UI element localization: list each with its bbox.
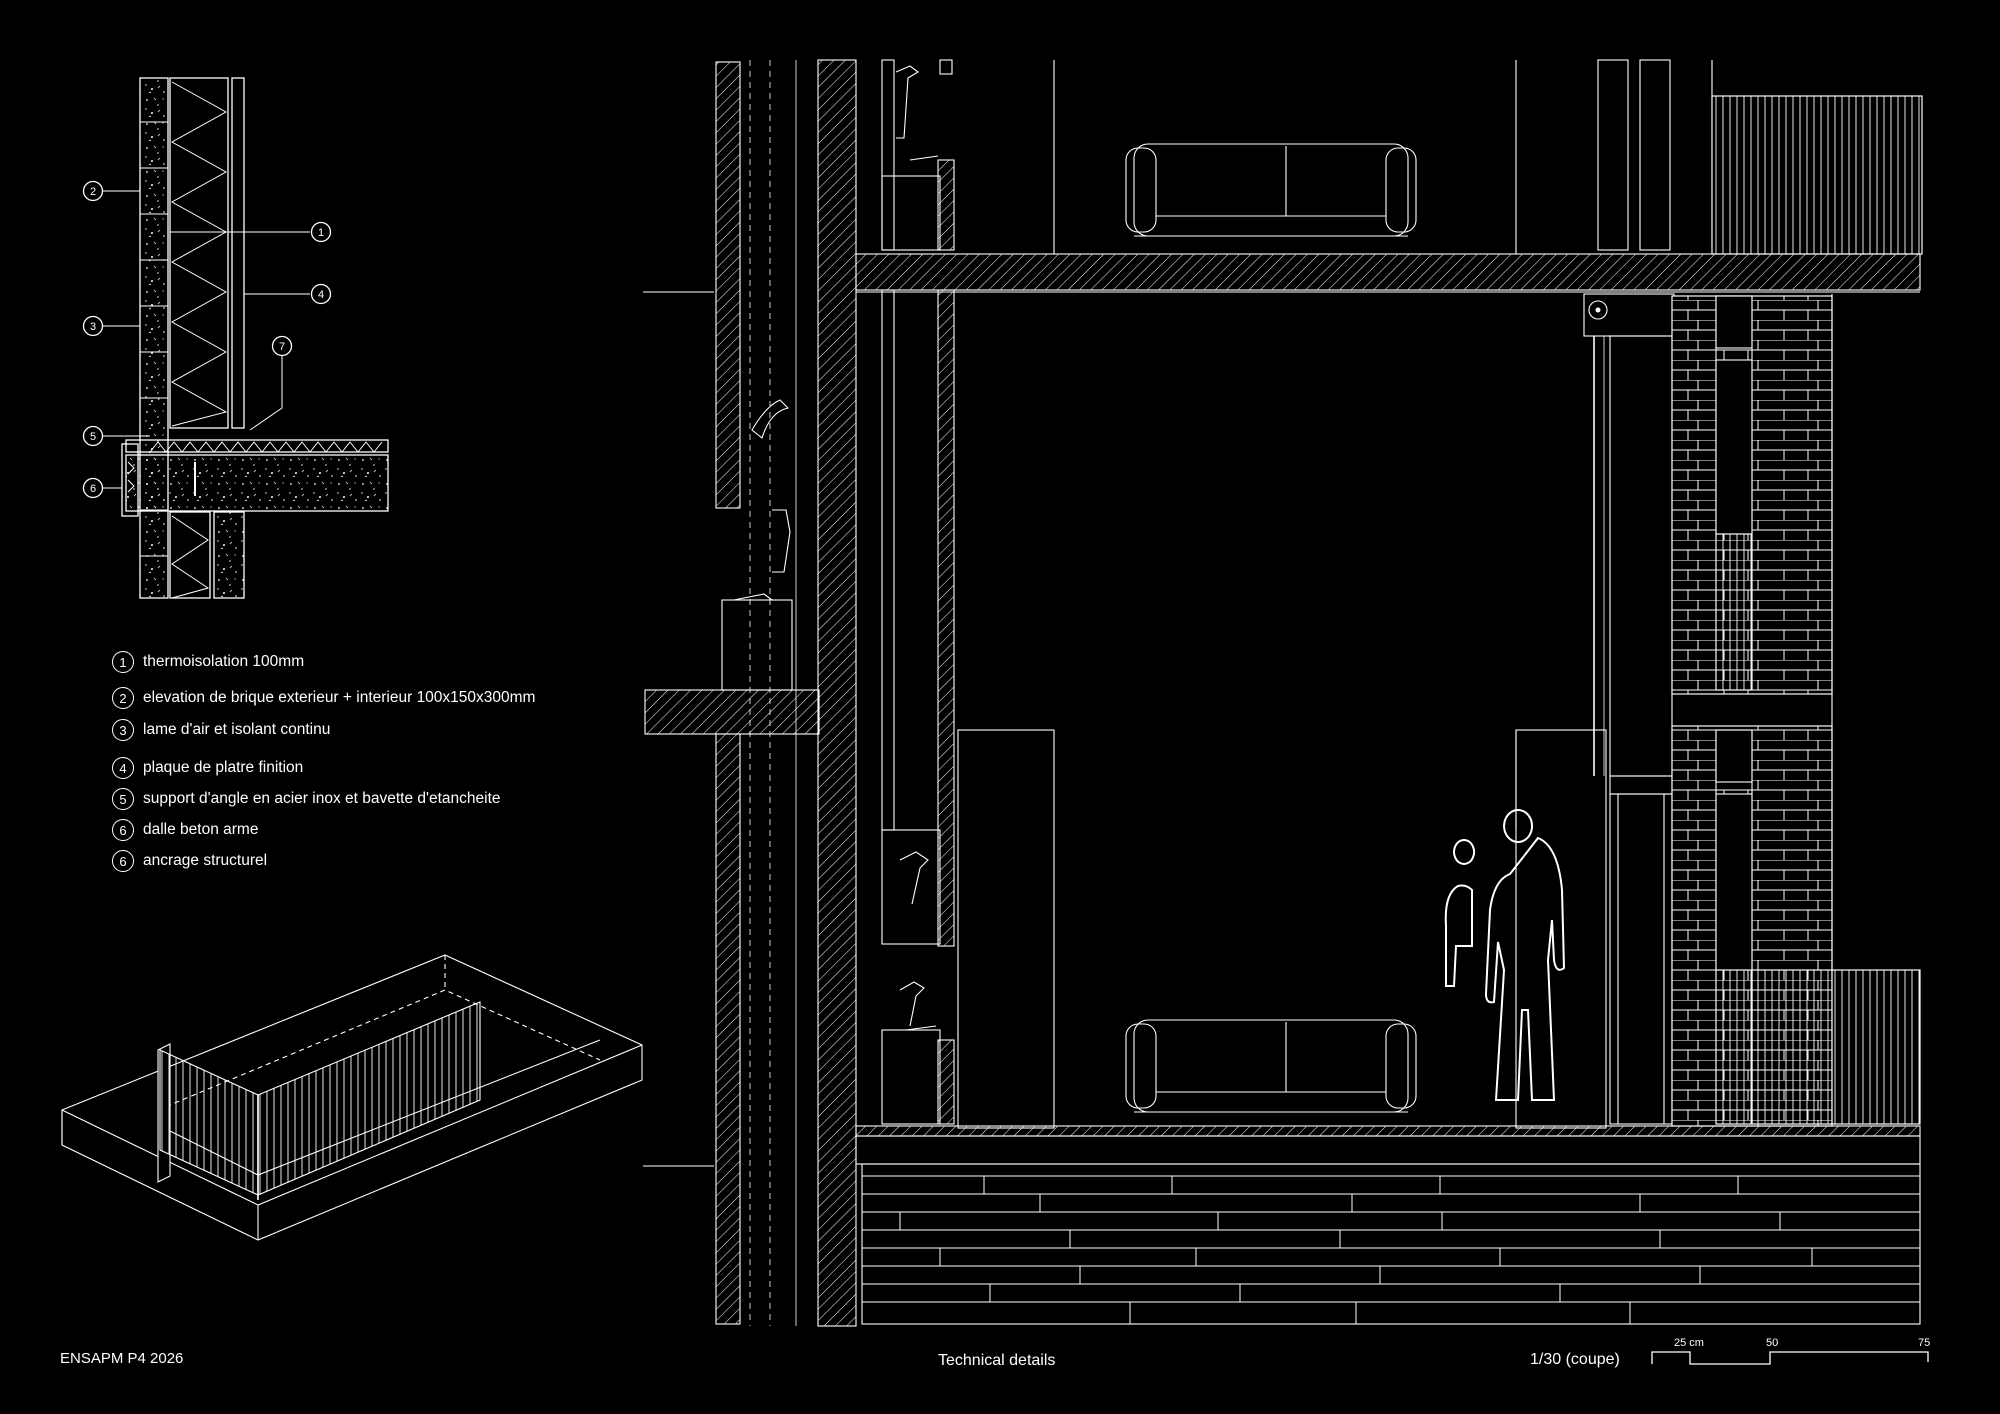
legend-text: thermoisolation 100mm <box>143 653 305 670</box>
drawing-scale: 1/30 (coupe) <box>1530 1351 1620 1368</box>
callout-label: 1 <box>318 227 324 239</box>
legend-text: support d'angle en acier inox et bavette… <box>143 790 501 807</box>
sofa-lower <box>1125 1019 1417 1113</box>
scale-label-50: 50 <box>1766 1337 1779 1349</box>
legend-number: 2 <box>112 687 134 709</box>
legend-number: 5 <box>112 788 134 810</box>
legend-item: 6 dalle beton arme <box>112 816 258 844</box>
callout-label: 7 <box>279 341 285 353</box>
legend-number: 6 <box>112 819 134 841</box>
scale-label-75: 75 <box>1918 1337 1931 1349</box>
legend-item: 3 lame d'air et isolant continu <box>112 716 330 744</box>
legend-number: 6 <box>112 850 134 872</box>
legend-number: 3 <box>112 719 134 741</box>
callout-label: 6 <box>90 483 96 495</box>
legend-text: dalle beton arme <box>143 821 259 838</box>
balcony-fins <box>157 1001 481 1200</box>
foundation-masonry <box>861 1163 1921 1325</box>
wall-section-detail <box>82 77 389 599</box>
school-label: ENSAPM P4 2026 <box>60 1350 184 1367</box>
legend-item: 5 support d'angle en acier inox et bavet… <box>112 785 501 813</box>
legend-text: elevation de brique exterieur + interieu… <box>143 689 536 706</box>
scale-label-25: 25 cm <box>1674 1337 1704 1349</box>
callout-label: 3 <box>90 321 96 333</box>
legend-item: 6 ancrage structurel <box>112 847 267 875</box>
legend-number: 1 <box>112 651 134 673</box>
callout-label: 2 <box>90 186 96 198</box>
sofa-upper <box>1125 143 1417 237</box>
legend-item: 1 thermoisolation 100mm <box>112 648 304 676</box>
sheet-title: Technical details <box>938 1352 1056 1369</box>
legend-text: ancrage structurel <box>143 852 268 869</box>
legend-number: 4 <box>112 757 134 779</box>
callout-label: 4 <box>318 289 324 301</box>
legend-text: lame d'air et isolant continu <box>143 721 331 738</box>
scale-bar <box>1651 1351 1929 1365</box>
detail-callout-labels: 2 1 4 3 7 5 6 <box>90 186 324 495</box>
human-figures <box>1444 809 1566 1101</box>
building-section <box>643 59 1923 1327</box>
callout-label: 5 <box>90 431 96 443</box>
legend-item: 2 elevation de brique exterieur + interi… <box>112 684 535 712</box>
isometric-balcony-view <box>61 954 643 1241</box>
legend-item: 4 plaque de platre finition <box>112 754 303 782</box>
legend-text: plaque de platre finition <box>143 759 304 776</box>
